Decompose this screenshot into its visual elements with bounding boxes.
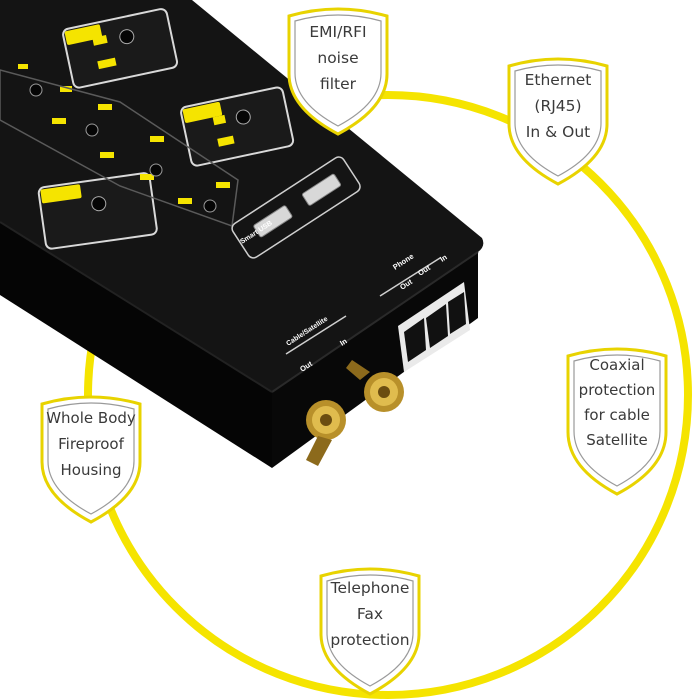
coax-connector-out (306, 400, 346, 466)
shield-icon (566, 347, 668, 496)
cable-in-label: In (338, 336, 349, 347)
phone-jacks (379, 257, 470, 372)
feature-badge-emi: EMI/RFI noise filter (283, 4, 393, 136)
feature-text-ethernet: Ethernet (RJ45) In & Out (524, 71, 592, 141)
shield-icon (319, 567, 421, 696)
outlet-1 (62, 8, 179, 89)
feature-text-coaxial: Coaxial protection for cable Satellite (578, 356, 656, 449)
feature-badge-telephone: Telephone Fax protection (315, 564, 425, 696)
shield-icon (287, 7, 389, 136)
feature-badge-ethernet: Ethernet (RJ45) In & Out (503, 54, 613, 186)
outlet-3 (37, 172, 158, 250)
feature-ring (84, 91, 692, 699)
shield-icon (40, 395, 142, 524)
feature-badge-housing: Whole Body Fireproof Housing (36, 392, 146, 524)
phone-in-label: In (438, 252, 449, 263)
coax-connector-in (346, 360, 404, 412)
feature-badge-coaxial: Coaxial protection for cable Satellite (562, 344, 672, 496)
shield-icon (507, 57, 609, 186)
surge-protector: Smart USB Phone Out Out In Cable/Satelli… (0, 0, 484, 468)
feature-text-housing: Whole Body Fireproof Housing (46, 409, 136, 479)
feature-text-telephone: Telephone Fax protection (330, 579, 410, 649)
outlet-2 (180, 86, 295, 167)
usb-ports (231, 156, 361, 259)
feature-text-emi: EMI/RFI noise filter (309, 23, 367, 93)
